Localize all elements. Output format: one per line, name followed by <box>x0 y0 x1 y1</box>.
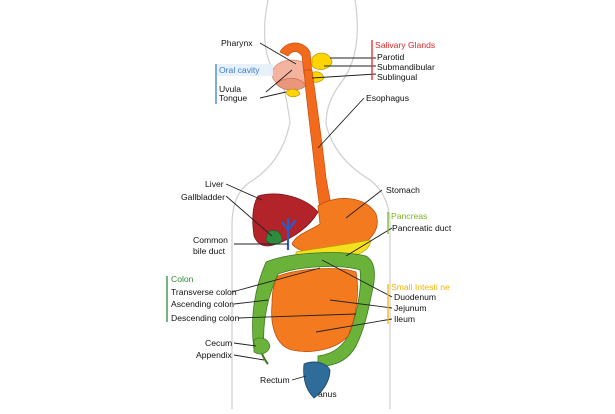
label-parotid: Parotid <box>377 52 404 62</box>
body-outline <box>231 0 391 409</box>
rectum-shape <box>303 361 331 399</box>
label-cecum: Cecum <box>205 338 232 348</box>
label-appendix: Appendix <box>196 350 233 360</box>
label-ileum: Ileum <box>394 314 415 324</box>
label-liver: Liver <box>205 179 224 189</box>
colon-shape <box>252 252 375 367</box>
leader-lines <box>225 42 393 381</box>
label-common-bile-duct-2: bile duct <box>193 246 226 256</box>
sublingual-gland <box>285 88 301 98</box>
esophagus-shape <box>303 69 333 211</box>
label-pharynx: Pharynx <box>221 38 253 48</box>
label-esophagus: Esophagus <box>366 93 409 103</box>
label-common-bile-duct-1: Common <box>193 235 228 245</box>
label-rectum: Rectum <box>260 375 290 385</box>
parotid-gland <box>311 52 333 70</box>
label-pancreatic-duct: Pancreatic duct <box>392 223 452 233</box>
label-salivary-glands: Salivary Glands <box>375 40 435 50</box>
label-colon: Colon <box>171 274 194 284</box>
cecum-shape <box>253 337 271 355</box>
small-intestine-shape <box>271 268 358 352</box>
label-anus: anus <box>318 389 337 399</box>
label-uvula: Uvula <box>219 84 241 94</box>
label-sublingual: Sublingual <box>377 72 417 82</box>
label-stomach: Stomach <box>386 185 420 195</box>
label-submandibular: Submandibular <box>377 62 435 72</box>
bile-duct-shape <box>281 218 297 250</box>
label-tongue: Tongue <box>219 93 247 103</box>
appendix-shape <box>261 353 269 365</box>
label-duodenum: Duodenum <box>394 292 436 302</box>
label-jejunum: Jejunum <box>394 303 426 313</box>
oral-cavity-label-box <box>217 64 273 76</box>
label-pancreas: Pancreas <box>391 211 427 221</box>
oral-region <box>271 42 313 91</box>
label-oral-cavity: Oral cavity <box>219 65 260 75</box>
label-ascending-colon: Ascending colon <box>171 299 234 309</box>
label-descending-colon: Descending colon <box>171 313 240 323</box>
label-small-intestine: Small Intesti ne <box>391 282 450 292</box>
label-gallbladder: Gallbladder <box>181 192 225 202</box>
label-transverse-colon: Transverse colon <box>171 287 237 297</box>
